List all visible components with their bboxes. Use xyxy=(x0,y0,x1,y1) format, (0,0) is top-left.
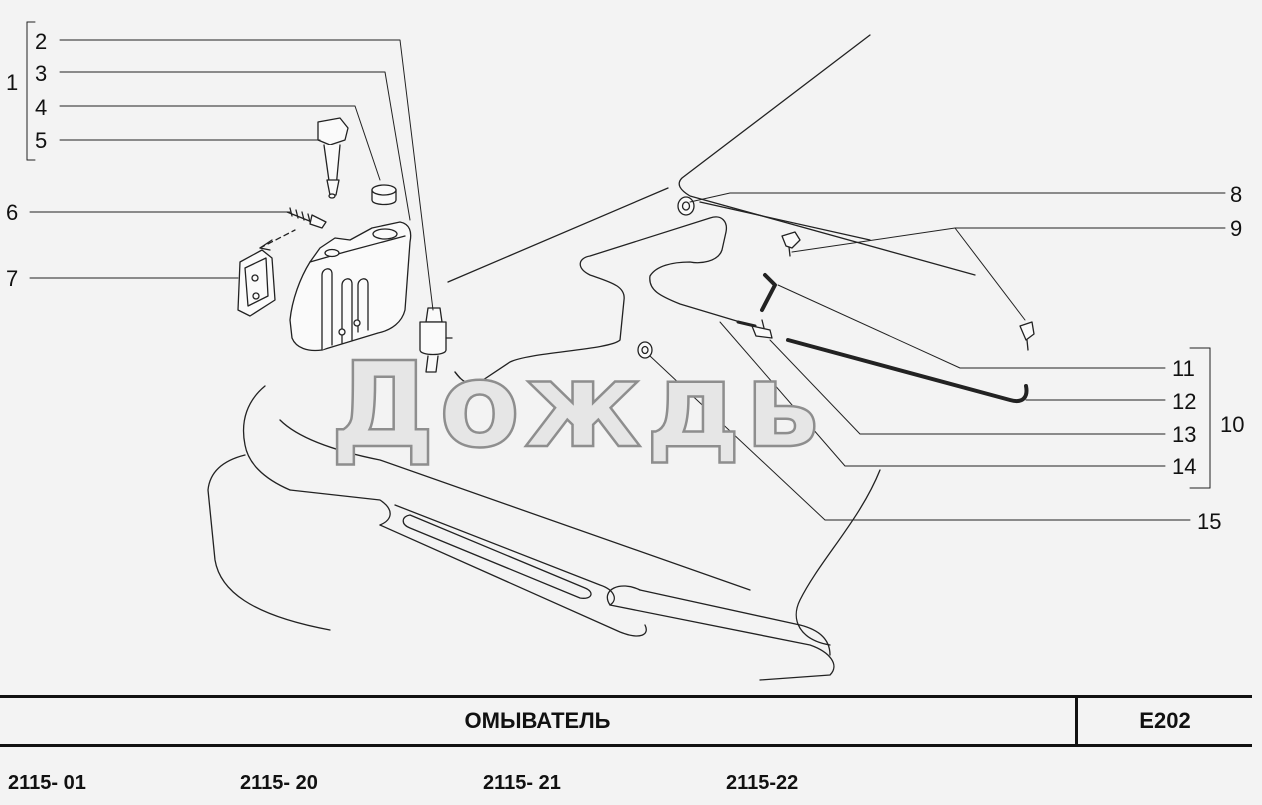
screw xyxy=(259,207,327,251)
callout-11: 11 xyxy=(1172,356,1195,381)
washer-pump xyxy=(419,307,453,373)
leader-lines xyxy=(26,21,1226,521)
callout-5: 5 xyxy=(35,128,48,153)
watermark: Дождь xyxy=(329,336,824,474)
callout-14: 14 xyxy=(1172,454,1197,479)
callout-4: 4 xyxy=(35,95,48,120)
title-bar: ОМЫВАТЕЛЬ E202 xyxy=(0,695,1252,747)
grommets xyxy=(637,196,695,359)
model-code: 2115-22 xyxy=(726,772,799,794)
tee-connector xyxy=(751,319,773,339)
washer-reservoir xyxy=(289,221,412,352)
model-code: 2115- 21 xyxy=(483,772,561,794)
model-code: 2115- 20 xyxy=(240,772,318,794)
mounting-bracket xyxy=(237,249,276,317)
callout-6: 6 xyxy=(6,200,19,225)
level-sensor xyxy=(317,117,349,199)
diagram-code: E202 xyxy=(1139,708,1191,733)
washer-nozzles xyxy=(781,231,1035,351)
washer-diagram xyxy=(26,21,1226,681)
callout-7: 7 xyxy=(6,266,19,291)
model-code: 2115- 01 xyxy=(8,772,86,794)
callout-15: 15 xyxy=(1197,509,1222,534)
diagram-title: ОМЫВАТЕЛЬ xyxy=(464,708,611,733)
callout-13: 13 xyxy=(1172,422,1197,447)
callout-12: 12 xyxy=(1172,389,1197,414)
callout-9: 9 xyxy=(1230,216,1243,241)
hoses xyxy=(454,216,1029,403)
reservoir-cap xyxy=(371,184,397,206)
title-divider xyxy=(1075,698,1078,744)
callout-8: 8 xyxy=(1230,182,1243,207)
callout-2: 2 xyxy=(35,29,48,54)
callout-10: 10 xyxy=(1220,412,1245,437)
car-body-outline xyxy=(207,34,976,681)
callout-3: 3 xyxy=(35,61,48,86)
callout-1: 1 xyxy=(6,70,19,95)
